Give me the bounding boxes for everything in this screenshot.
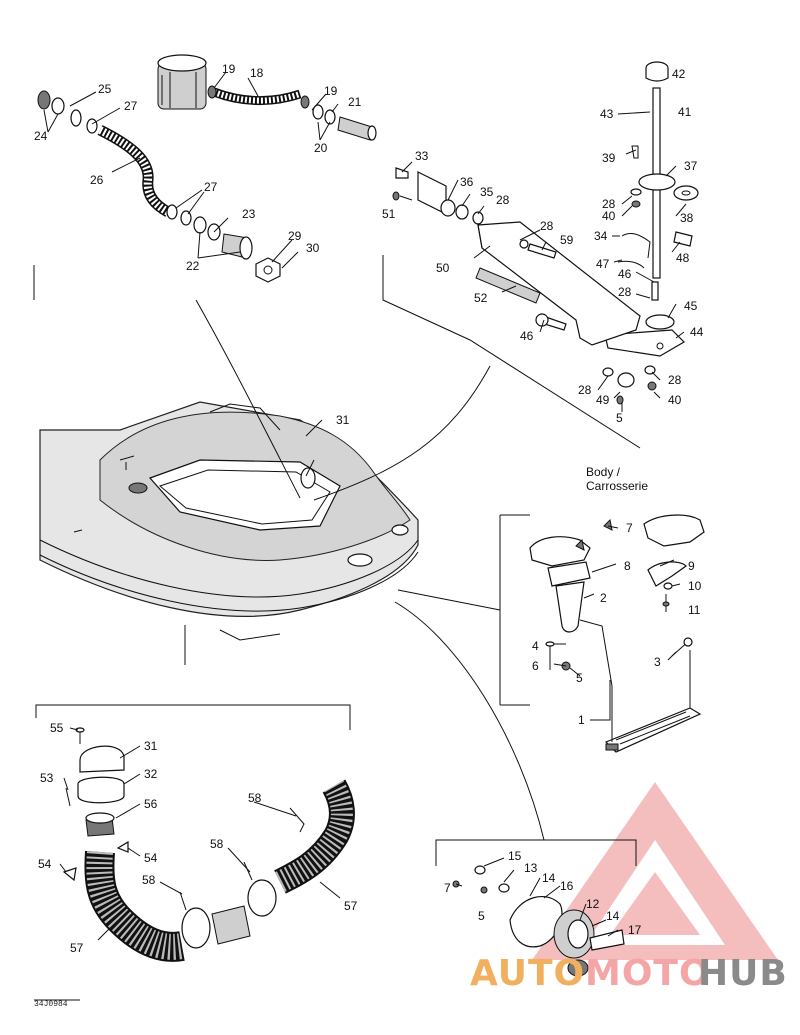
callout-13: 13 [524, 861, 538, 875]
callout-49: 49 [596, 393, 610, 407]
callout-31a: 31 [336, 413, 350, 427]
callout-54a: 54 [38, 857, 52, 871]
callout-30: 30 [306, 241, 320, 255]
callout-46b: 46 [618, 267, 632, 281]
bracket-assembly [392, 61, 699, 405]
callout-31b: 31 [144, 739, 158, 753]
callout-29: 29 [288, 229, 302, 243]
callout-20: 20 [314, 141, 328, 155]
leader-lines [33, 71, 687, 1001]
intake-hose-assembly [37, 54, 377, 283]
callout-53: 53 [40, 771, 54, 785]
callout-44: 44 [690, 325, 704, 339]
callout-59: 59 [560, 233, 574, 247]
callout-47: 47 [596, 257, 610, 271]
callout-32: 32 [144, 767, 158, 781]
callout-39: 39 [602, 151, 616, 165]
vent-assembly [62, 727, 355, 962]
callout-27b: 27 [204, 180, 218, 194]
callout-58b: 58 [210, 837, 224, 851]
callout-numbers: 19 18 19 21 20 25 27 24 26 27 23 22 29 3… [34, 62, 704, 1009]
callout-18: 18 [250, 66, 264, 80]
callout-28c: 28 [602, 197, 616, 211]
callout-6: 6 [532, 659, 539, 673]
body-caption-line2: Carrosserie [586, 479, 648, 493]
callout-28b: 28 [540, 219, 554, 233]
callout-9: 9 [688, 559, 695, 573]
callout-57a: 57 [344, 899, 358, 913]
callout-55: 55 [50, 721, 64, 735]
callout-19b: 19 [324, 84, 338, 98]
callout-34: 34 [594, 229, 608, 243]
callout-45: 45 [684, 299, 698, 313]
callout-58c: 58 [142, 873, 156, 887]
callout-16: 16 [560, 879, 574, 893]
callout-38: 38 [680, 211, 694, 225]
callout-11: 11 [688, 603, 701, 617]
callout-14b: 14 [606, 909, 620, 923]
callout-5b: 5 [576, 671, 583, 685]
callout-25: 25 [98, 82, 112, 96]
callout-22: 22 [186, 259, 200, 273]
watermark-part-hub: HUB [698, 953, 788, 994]
callout-28f: 28 [668, 373, 682, 387]
callout-33: 33 [415, 149, 429, 163]
callout-15: 15 [508, 849, 522, 863]
callout-50: 50 [436, 261, 450, 275]
callout-48: 48 [676, 251, 690, 265]
callout-28a: 28 [496, 193, 510, 207]
nozzle-assembly [452, 865, 625, 977]
callout-10: 10 [688, 579, 702, 593]
callout-17: 17 [628, 923, 642, 937]
callout-42: 42 [672, 67, 686, 81]
callout-26: 26 [90, 173, 104, 187]
callout-40a: 40 [602, 209, 616, 223]
callout-28d: 28 [618, 285, 632, 299]
callout-7a: 7 [626, 521, 633, 535]
watermark-logo [532, 782, 778, 960]
callout-56: 56 [144, 797, 158, 811]
callout-21: 21 [348, 95, 362, 109]
callout-52: 52 [474, 291, 488, 305]
callout-5a: 5 [616, 411, 623, 425]
watermark-part-moto: MOTO [585, 953, 711, 994]
callout-36: 36 [460, 175, 474, 189]
callout-14a: 14 [542, 871, 556, 885]
callout-7b: 7 [444, 881, 451, 895]
body-caption-line1: Body / [586, 465, 621, 479]
callout-40b: 40 [668, 393, 682, 407]
callout-28e: 28 [578, 383, 592, 397]
callout-8: 8 [624, 559, 631, 573]
callout-2: 2 [600, 591, 607, 605]
callout-24: 24 [34, 129, 48, 143]
callout-37: 37 [684, 159, 698, 173]
callout-57b: 57 [70, 941, 84, 955]
callout-1: 1 [578, 713, 585, 727]
watermark-text: AUTO MOTO HUB [470, 953, 788, 994]
callout-41: 41 [678, 105, 692, 119]
watermark-part-auto: AUTO [470, 953, 585, 994]
callout-23: 23 [242, 207, 256, 221]
body-parts-assembly [529, 514, 705, 753]
watercraft-hull [39, 401, 419, 641]
figure-code: 34J0984 [34, 1000, 68, 1009]
callout-19a: 19 [222, 62, 236, 76]
callout-27a: 27 [124, 99, 138, 113]
callout-46a: 46 [520, 329, 534, 343]
callout-58a: 58 [248, 791, 262, 805]
callout-54b: 54 [144, 851, 158, 865]
callout-43: 43 [600, 107, 614, 121]
callout-35: 35 [480, 185, 494, 199]
callout-4: 4 [532, 639, 539, 653]
callout-12: 12 [586, 897, 600, 911]
callout-5c: 5 [478, 909, 485, 923]
callout-3: 3 [654, 655, 661, 669]
callout-51: 51 [382, 207, 396, 221]
